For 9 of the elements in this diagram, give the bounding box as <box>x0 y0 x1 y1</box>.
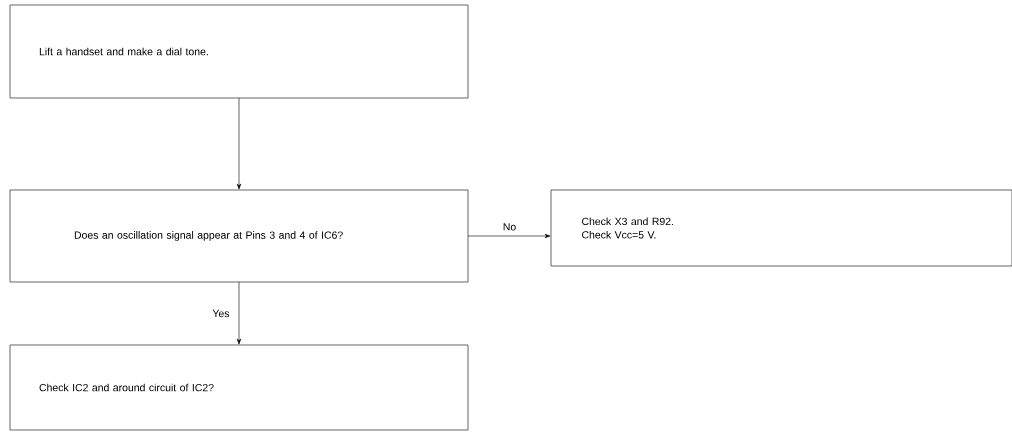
process-box: Check X3 and R92. Check Vcc=5 V. <box>550 189 1012 267</box>
arrow <box>236 281 242 345</box>
arrow <box>236 97 242 190</box>
arrow <box>467 233 551 239</box>
edge-label: No <box>503 223 516 231</box>
process-box: Check IC2 and around circuit of IC2? <box>9 344 469 431</box>
edge-label: Yes <box>212 309 230 318</box>
process-box: Lift a handset and make a dial tone. <box>9 4 469 99</box>
process-box: Does an oscillation signal appear at Pins 3 and 4 of IC6? <box>9 189 469 283</box>
